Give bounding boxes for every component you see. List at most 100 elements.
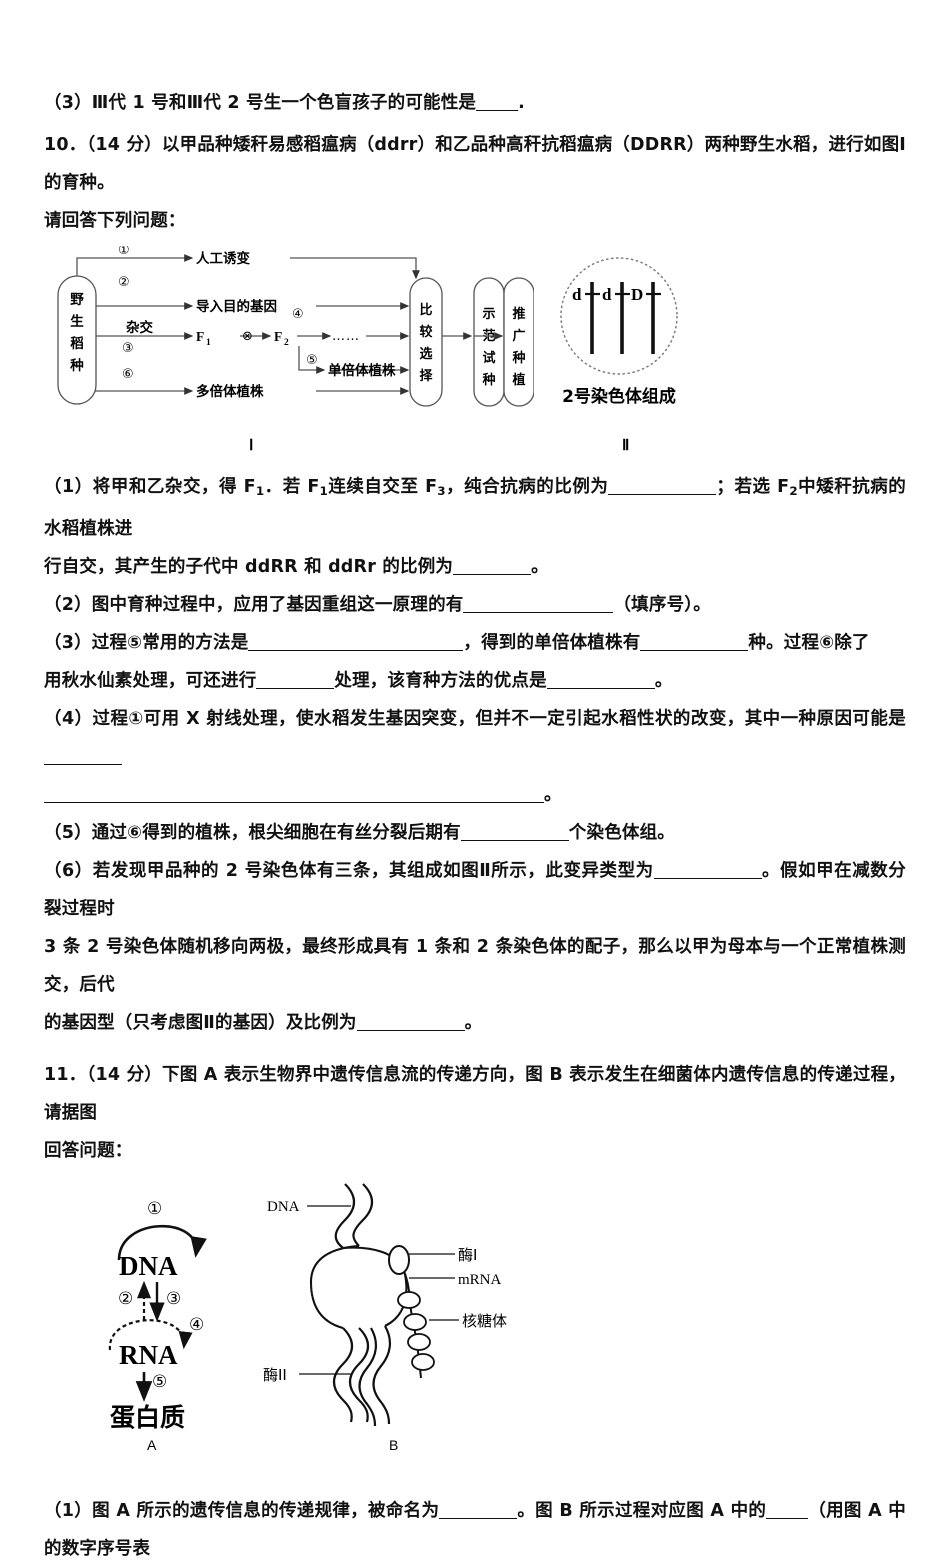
q11-p1-t2: 。图 B 所示过程对应图 A 中的 xyxy=(517,1500,767,1521)
chromosome-2: d xyxy=(602,282,630,354)
q10-part-6-label: （6） xyxy=(44,860,93,881)
arrow-number-3: ③ xyxy=(166,1289,181,1309)
q10-p1-sub1: 1 xyxy=(255,483,265,498)
step-number-1: ① xyxy=(118,246,130,258)
q10-part-1-label: （1） xyxy=(44,477,93,497)
step-label-haploid: 单倍体植株 xyxy=(328,362,396,379)
question-10-stem: 10．（14 分）以甲品种矮秆易感稻瘟病（ddrr）和乙品种高秆抗稻瘟病（DDR… xyxy=(44,126,906,202)
question-10-instruction: 请回答下列问题： xyxy=(44,211,186,231)
chromosome-1-allele: d xyxy=(572,285,582,304)
q10-part-2-label: （2） xyxy=(44,594,92,615)
answer-blank[interactable] xyxy=(439,1517,518,1519)
ribosome-group xyxy=(397,1291,435,1371)
figure-row-1-captions: Ⅰ Ⅱ xyxy=(44,436,906,462)
answer-blank[interactable] xyxy=(256,687,335,689)
q10-p1-t6: 中矮秆抗病的水稻植株进 xyxy=(44,477,907,539)
q10-p6-t1: 若发现甲品种的 2 号染色体有三条，其组成如图Ⅱ所示，此变异类型为 xyxy=(92,860,654,881)
q10-p1-sub4: 2 xyxy=(789,483,798,498)
arrow-4-rna-replication xyxy=(108,1319,193,1351)
prev-question-tail: （3）Ⅲ代 1 号和Ⅲ代 2 号生一个色盲孩子的可能性是. xyxy=(44,0,906,122)
figure-1-source-capsule xyxy=(57,275,97,405)
answer-blank[interactable] xyxy=(653,877,762,879)
svg-text:选: 选 xyxy=(419,346,432,362)
answer-blank[interactable] xyxy=(453,573,532,575)
answer-blank[interactable] xyxy=(766,1517,809,1519)
step-number-2: ② xyxy=(118,275,130,290)
question-11-number: 11． xyxy=(44,1064,87,1085)
answer-blank[interactable] xyxy=(463,611,614,613)
q10-p4-t2: 。 xyxy=(544,784,562,805)
source-char-1: 野 xyxy=(70,292,84,308)
q10-p5-t2: 个染色体组。 xyxy=(568,822,675,843)
prev-question-label: （3） xyxy=(44,93,92,113)
ribosome-1 xyxy=(397,1291,421,1309)
q10-part-3-line2: 用秋水仙素处理，可还进行处理，该育种方法的优点是。 xyxy=(44,662,906,700)
q10-p5-t1: 通过⑥得到的植株，根尖细胞在有丝分裂后期有 xyxy=(91,822,461,843)
step-label-induced-mutation: 人工诱变 xyxy=(196,250,250,267)
q10-part-4: （4）过程①可用 X 射线处理，使水稻发生基因突变，但并不一定引起水稻性状的改变… xyxy=(44,700,906,776)
arrow-1-dna-replication xyxy=(117,1224,207,1261)
figure-2-caption: Ⅱ xyxy=(622,438,630,454)
figure-B-label-ribosome: 核糖体 xyxy=(462,1312,507,1330)
figure-B-label-dna: DNA xyxy=(267,1199,300,1215)
svg-text:种: 种 xyxy=(481,372,495,388)
question-11-stem-line2: 回答问题： xyxy=(44,1140,133,1161)
label-f1-sub: 1 xyxy=(206,338,211,348)
q10-p1-t7: 行自交，其产生的子代中 ddRR 和 ddRr 的比例为 xyxy=(44,556,454,577)
answer-blank[interactable] xyxy=(460,839,569,841)
label-f2-sub: 2 xyxy=(284,338,289,348)
ribosome-2 xyxy=(403,1313,427,1331)
answer-blank[interactable] xyxy=(546,687,655,689)
q10-part-5-label: （5） xyxy=(44,822,92,843)
svg-text:试: 试 xyxy=(482,350,495,366)
prev-question-tail-punct: . xyxy=(518,93,525,113)
ribosome-3 xyxy=(407,1333,431,1351)
step-number-3: ③ xyxy=(122,341,134,356)
svg-text:示: 示 xyxy=(482,307,495,322)
answer-blank[interactable] xyxy=(248,649,464,651)
dna-helix-top xyxy=(334,1183,374,1249)
q10-part-4-label: （4） xyxy=(44,708,93,729)
selfing-symbol: ⊗ xyxy=(242,329,253,344)
step-label-hybridization: 杂交 xyxy=(126,319,153,336)
q10-p6-t4: 。 xyxy=(464,1012,483,1033)
svg-text:较: 较 xyxy=(419,324,432,340)
q10-p1-t1: 将甲和乙杂交，得 F xyxy=(92,477,256,497)
answer-blank[interactable] xyxy=(476,110,519,111)
q11-p1-t1: 图 A 所示的遗传信息的传递规律，被命名为 xyxy=(92,1500,440,1521)
cell-outline-circle xyxy=(560,257,678,375)
question-10-number: 10． xyxy=(44,135,87,155)
question-11-score: （14 分） xyxy=(86,1064,163,1085)
q10-part-1: （1）将甲和乙杂交，得 F1．若 F1连续自交至 F3，纯合抗病的比例为；若选 … xyxy=(44,468,906,548)
figure-1-box-promote xyxy=(503,277,534,407)
q10-p2-t1: 图中育种过程中，应用了基因重组这一原理的有 xyxy=(91,594,464,615)
node-rna: RNA xyxy=(119,1340,178,1370)
figure-2-chromosome-composition: d d D 2号染色体组成 xyxy=(560,257,678,407)
figure-B-label-enzyme-1: 酶I xyxy=(458,1246,477,1264)
chromosome-2-allele: d xyxy=(602,285,612,304)
answer-blank[interactable] xyxy=(356,1029,465,1031)
answer-blank[interactable] xyxy=(44,763,122,765)
svg-text:择: 择 xyxy=(419,368,433,384)
ribosome-4 xyxy=(411,1353,435,1371)
svg-text:推: 推 xyxy=(512,306,525,322)
q10-p1-sub2: 1 xyxy=(319,483,328,498)
leader-lines xyxy=(299,1205,459,1375)
node-protein: 蛋白质 xyxy=(110,1403,185,1432)
q10-p3-t4: 用秋水仙素处理，可还进行 xyxy=(44,670,257,691)
answer-blank[interactable] xyxy=(608,494,717,495)
figure-1-box-compare xyxy=(409,277,443,407)
chromosome-1: d xyxy=(572,282,600,354)
svg-text:植: 植 xyxy=(511,372,525,388)
figure-B-label-enzyme-2: 酶II xyxy=(263,1366,287,1384)
enzyme-1-blob xyxy=(388,1244,410,1275)
answer-blank[interactable] xyxy=(44,801,544,803)
q10-part-1-line2: 行自交，其产生的子代中 ddRR 和 ddRr 的比例为。 xyxy=(44,548,906,586)
figure-2-title: 2号染色体组成 xyxy=(562,386,676,407)
answer-blank[interactable] xyxy=(640,649,749,651)
q10-part-6: （6）若发现甲品种的 2 号染色体有三条，其组成如图Ⅱ所示，此变异类型为。假如甲… xyxy=(44,852,906,928)
figure-row-1: 野 生 稻 种 ① ② ③ ④ ⑤ ⑥ 人工诱变 导入目的基因 杂交 F 1 ⊗… xyxy=(44,246,906,436)
question-10-score: （14 分） xyxy=(86,135,162,155)
q10-p3-t1: 过程⑤常用的方法是 xyxy=(91,632,249,653)
source-char-2: 生 xyxy=(70,313,84,330)
